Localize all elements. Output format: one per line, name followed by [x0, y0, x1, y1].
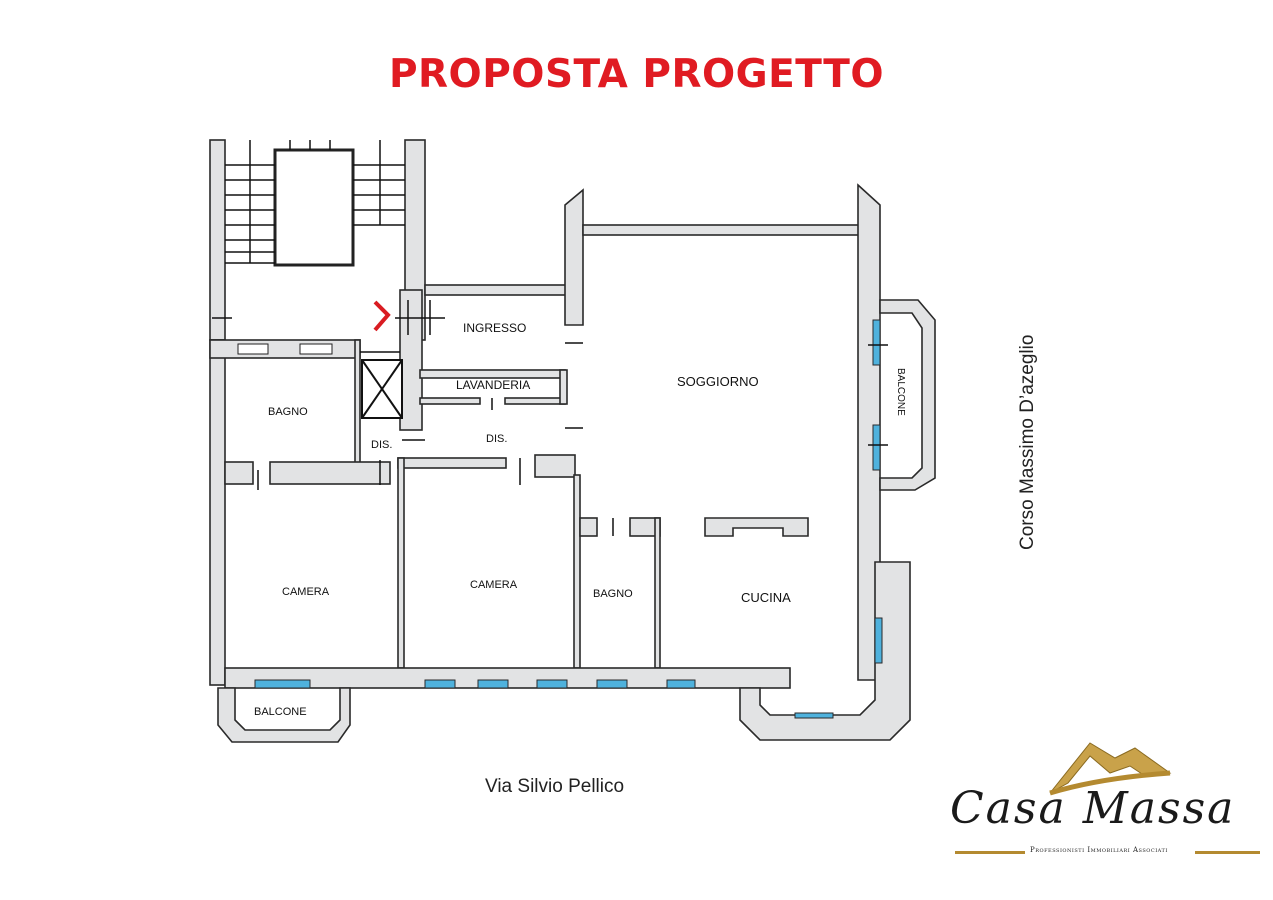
room-label-ingresso: INGRESSO — [463, 321, 526, 335]
staircase — [209, 139, 426, 341]
elevator — [361, 359, 403, 419]
windows — [237, 319, 883, 719]
page-title: PROPOSTA PROGETTO — [388, 52, 885, 97]
room-label-dis: DIS. — [371, 439, 392, 451]
street-label-right: Corso Massimo D’azeglio — [1017, 335, 1038, 550]
company-logo: Casa Massa Professionisti Immobiliari As… — [940, 738, 1270, 868]
logo-name: Casa Massa — [950, 783, 1236, 834]
room-label-balcone: BALCONE — [254, 706, 307, 718]
street-label-bottom: Via Silvio Pellico — [485, 776, 625, 797]
logo-tagline: Professionisti Immobiliari Associati — [1030, 846, 1168, 854]
room-label-dis: DIS. — [486, 433, 507, 445]
room-label-camera: CAMERA — [470, 579, 518, 591]
room-label-camera: CAMERA — [282, 586, 330, 598]
room-label-bagno: BAGNO — [268, 406, 308, 418]
room-label-cucina: CUCINA — [741, 590, 791, 605]
walls — [209, 183, 936, 743]
room-label-bagno: BAGNO — [593, 588, 633, 600]
roof-logo-icon — [955, 742, 1260, 854]
room-label-balcone: BALCONE — [895, 368, 906, 416]
room-label-lavanderia: LAVANDERIA — [456, 378, 530, 392]
room-label-soggiorno: SOGGIORNO — [677, 374, 759, 389]
entrance-marker — [212, 300, 888, 536]
